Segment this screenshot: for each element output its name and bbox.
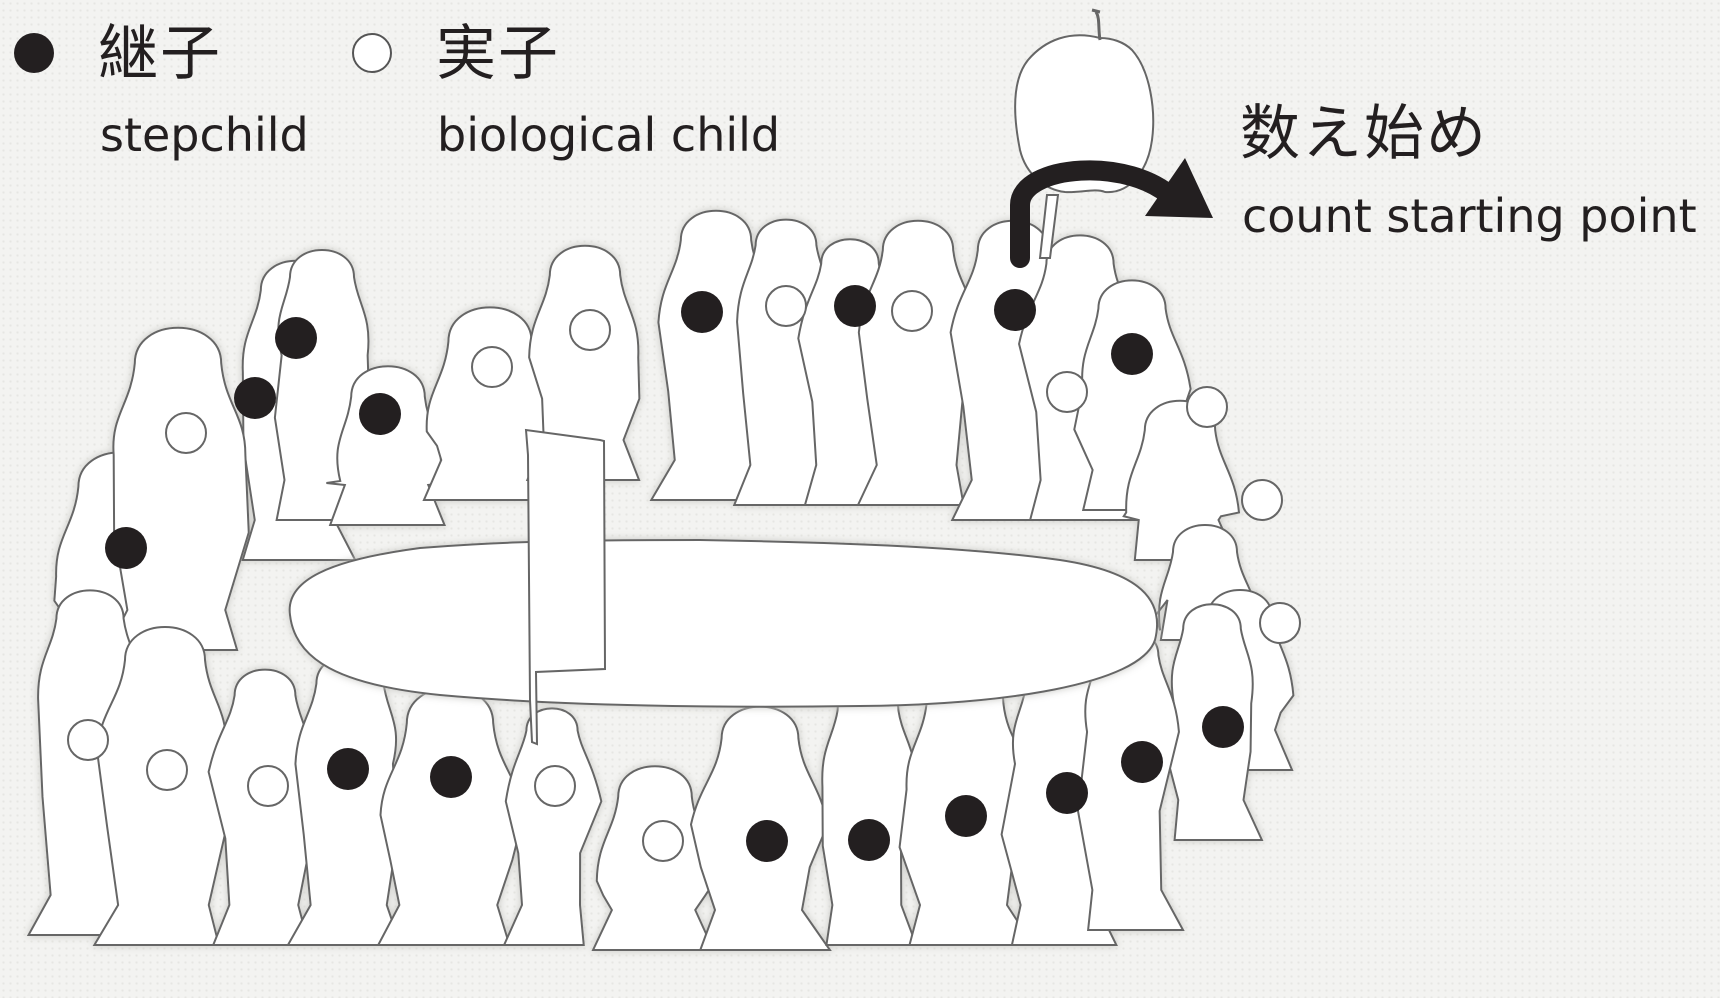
biological-child-marker: [471, 346, 513, 388]
stepchild-marker: [994, 289, 1036, 331]
child-figure: [105, 326, 250, 651]
biological-legend-dot: [352, 33, 392, 73]
stepchild-label-en: stepchild: [100, 108, 309, 162]
stepchild-legend-dot: [14, 33, 54, 73]
biological-child-marker: [247, 765, 289, 807]
biological-child-marker: [534, 765, 576, 807]
biological-child-marker: [165, 412, 207, 454]
board: [524, 428, 607, 746]
apple: [1014, 8, 1155, 259]
biological-child-marker: [1186, 386, 1228, 428]
child-figure: [525, 244, 641, 481]
biological-child-marker: [642, 820, 684, 862]
stepchild-marker: [746, 820, 788, 862]
start-arrow-icon: [1010, 158, 1213, 268]
stepchild-marker: [105, 527, 147, 569]
biological-child-marker: [765, 285, 807, 327]
stepchild-marker: [834, 285, 876, 327]
start-label-en: count starting point: [1242, 189, 1697, 243]
start-label-jp: 数え始め: [1240, 99, 1488, 169]
stepchild-marker: [327, 748, 369, 790]
biological-label-en: biological child: [437, 108, 781, 162]
stepchild-marker: [1202, 706, 1244, 748]
biological-child-marker: [891, 290, 933, 332]
biological-child-marker: [1046, 371, 1088, 413]
stepchild-marker: [275, 317, 317, 359]
stepchild-marker: [1111, 333, 1153, 375]
child-figure: [207, 668, 313, 946]
stepchild-marker: [848, 819, 890, 861]
biological-child-marker: [1259, 602, 1301, 644]
stepchild-marker: [945, 795, 987, 837]
figures-layer: [26, 209, 1295, 951]
stepchild-marker: [430, 756, 472, 798]
stepchild-marker: [234, 377, 276, 419]
stepchild-marker: [1046, 772, 1088, 814]
table: [288, 538, 1159, 708]
stepchild-marker: [1121, 741, 1163, 783]
stepchild-marker: [681, 291, 723, 333]
biological-child-marker: [1241, 479, 1283, 521]
child-figure: [376, 686, 525, 946]
child-figure: [502, 707, 603, 946]
stepchild-label-jp: 継子: [98, 19, 222, 89]
child-figure: [1122, 399, 1241, 561]
stepchild-marker: [359, 393, 401, 435]
biological-child-marker: [569, 309, 611, 351]
biological-label-jp: 実子: [436, 19, 560, 89]
biological-child-marker: [67, 719, 109, 761]
biological-child-marker: [146, 749, 188, 791]
